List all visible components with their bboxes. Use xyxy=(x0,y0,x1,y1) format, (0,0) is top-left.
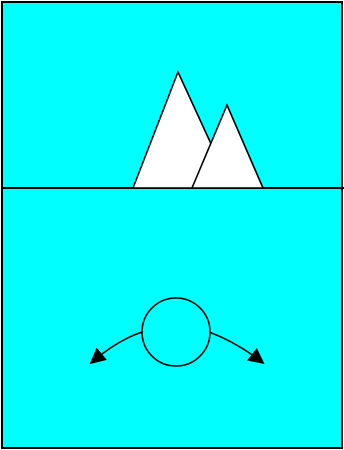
circle-icon[interactable] xyxy=(142,298,210,366)
playfield-background xyxy=(2,2,342,448)
